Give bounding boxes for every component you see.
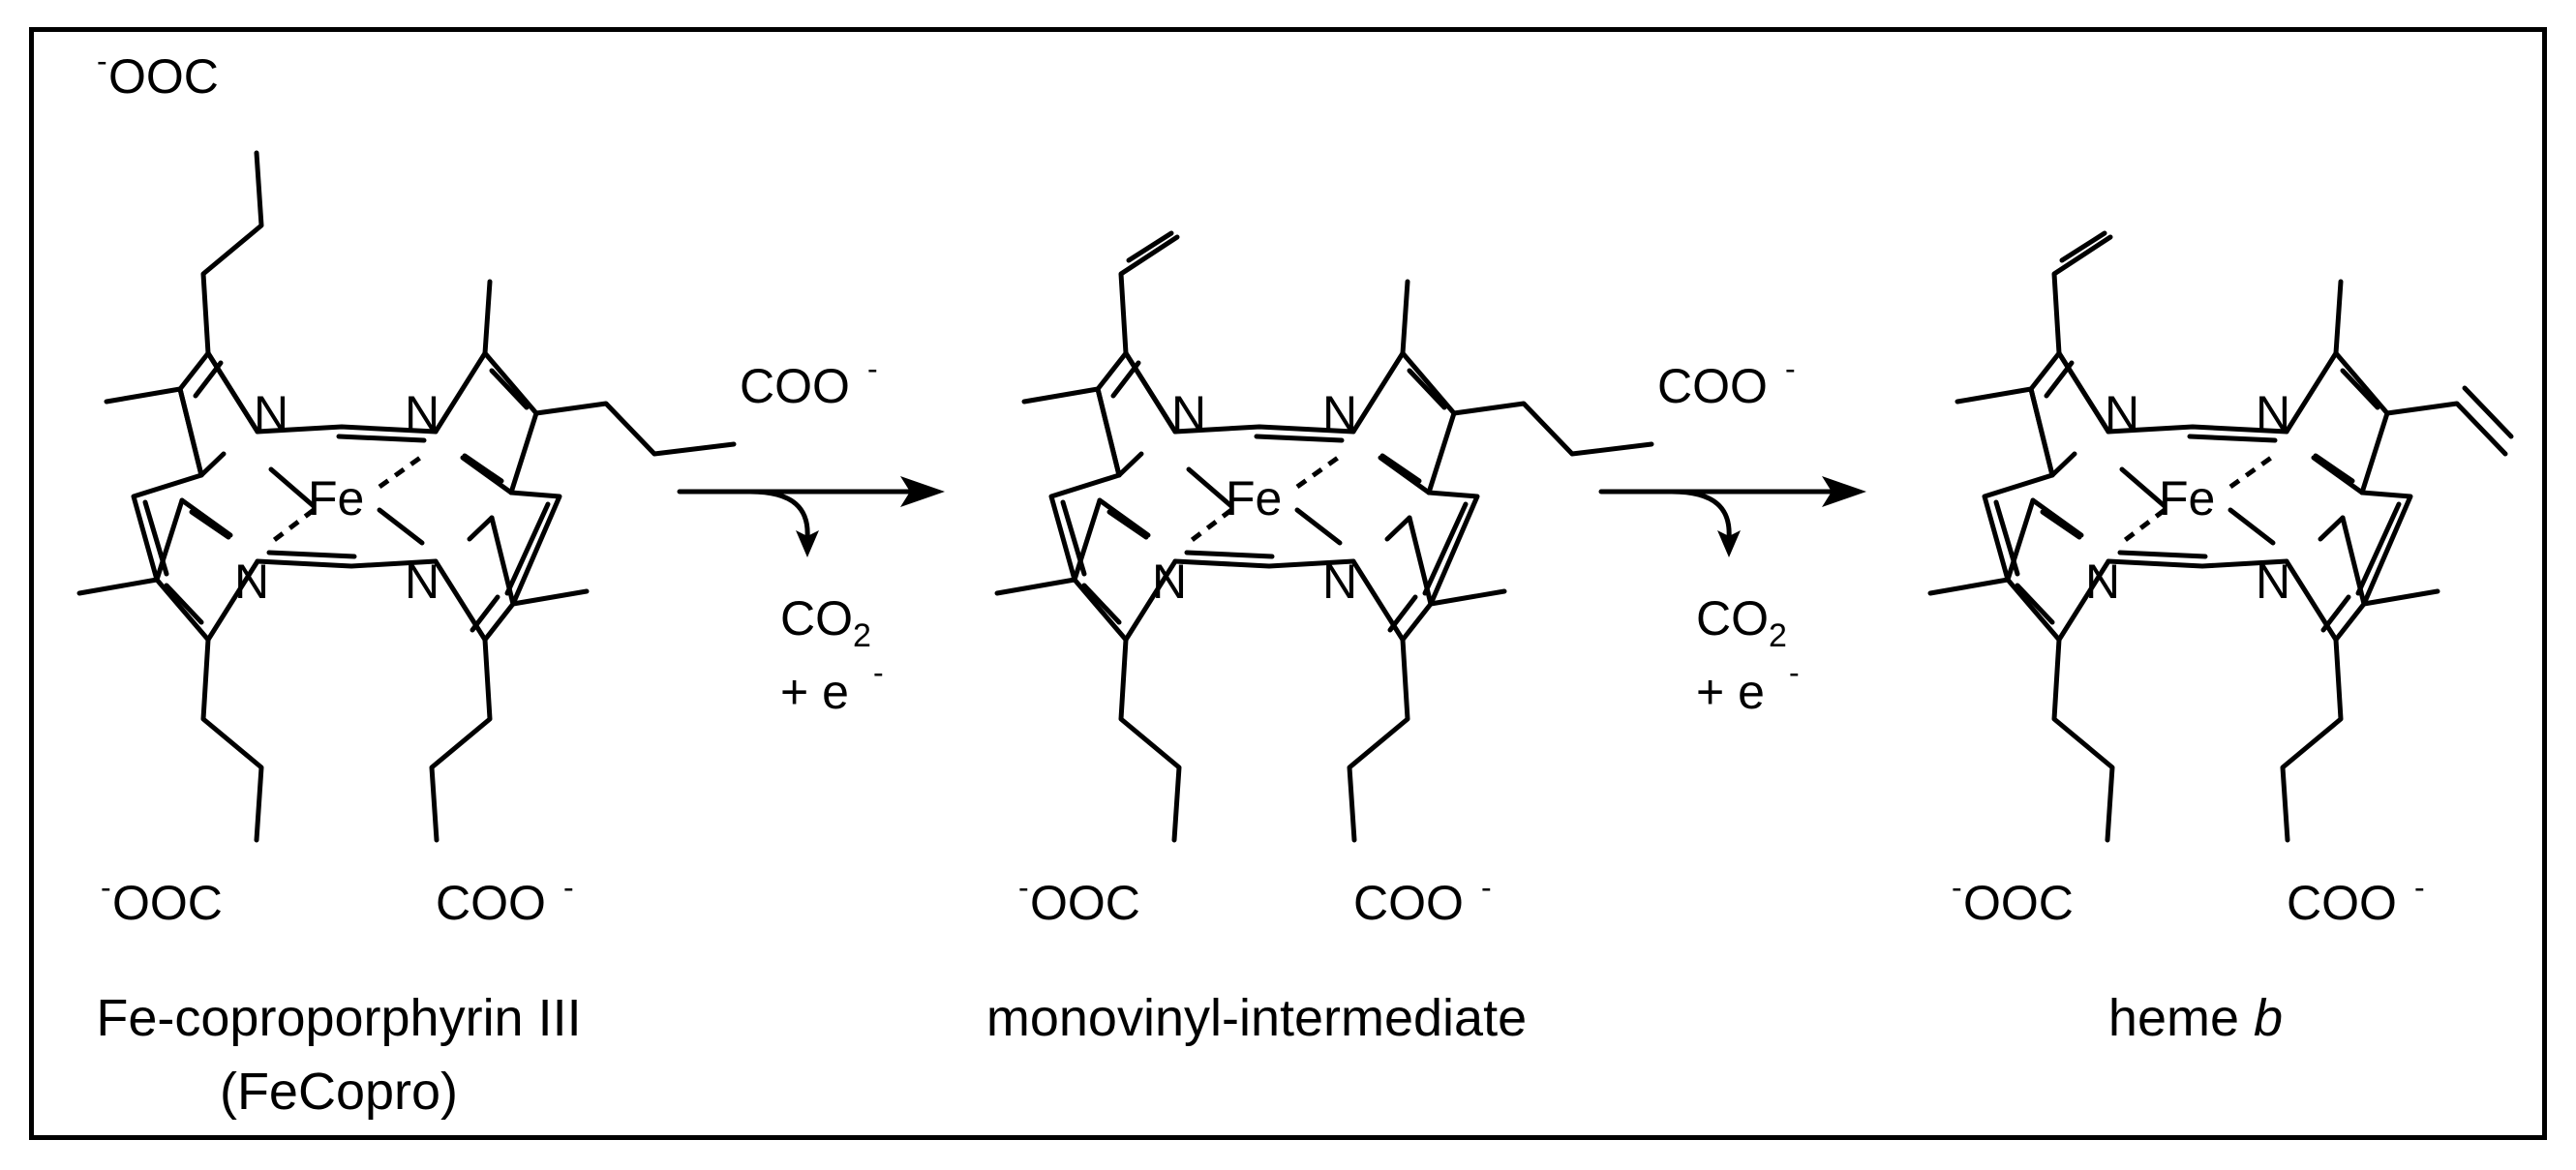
svg-text:-: - (867, 351, 878, 386)
svg-text:-: - (101, 870, 111, 905)
svg-text:N: N (2256, 386, 2290, 440)
svg-text:CO2: CO2 (1696, 591, 1787, 654)
svg-text:N: N (2085, 555, 2120, 609)
svg-text:OOC: OOC (1963, 876, 2074, 930)
svg-text:-: - (1785, 351, 1796, 386)
svg-text:+ e: + e (780, 665, 849, 719)
svg-text:COO: COO (740, 359, 850, 413)
fecopro-name: Fe-coproporphyrin III (96, 989, 581, 1047)
svg-text:N: N (405, 555, 439, 609)
reaction-step-1-byproducts: CO2 + e - (780, 591, 884, 719)
svg-text:OOC: OOC (108, 49, 219, 104)
svg-text:-: - (97, 44, 107, 78)
svg-text:N: N (234, 555, 269, 609)
reaction-arrow-2 (1598, 476, 1866, 557)
svg-text:-: - (873, 655, 884, 690)
monovinyl-labels: N N N N Fe COO - - OOC COO - (1018, 351, 1796, 930)
svg-text:CO2: CO2 (780, 591, 871, 654)
svg-text:N: N (1171, 386, 1206, 440)
svg-text:COO: COO (1353, 876, 1464, 930)
svg-text:N: N (254, 386, 288, 440)
reaction-step-2-byproducts: CO2 + e - (1696, 591, 1800, 719)
svg-text:N: N (2105, 386, 2139, 440)
svg-text:N: N (1322, 555, 1357, 609)
fecopro-labels: N N N N Fe - OOC COO - - OOC COO - (97, 44, 878, 930)
svg-text:+ e: + e (1696, 665, 1765, 719)
monovinyl-name: monovinyl-intermediate (986, 989, 1527, 1047)
svg-text:-: - (563, 870, 574, 905)
svg-text:N: N (1322, 386, 1357, 440)
svg-text:N: N (1152, 555, 1187, 609)
heme-b-structure (1930, 233, 2511, 840)
svg-text:Fe: Fe (2159, 471, 2215, 525)
svg-text:OOC: OOC (1030, 876, 1140, 930)
svg-text:N: N (405, 386, 439, 440)
svg-text:COO: COO (2287, 876, 2397, 930)
svg-text:OOC: OOC (112, 876, 223, 930)
heme-b-name: heme b (2108, 989, 2283, 1047)
svg-text:-: - (1952, 870, 1962, 905)
monovinyl-structure (997, 233, 1652, 840)
svg-text:Fe: Fe (1226, 471, 1282, 525)
figure-border (29, 27, 2547, 1140)
reaction-arrow-1 (677, 476, 945, 557)
heme-b-labels: N N N N Fe - OOC COO - (1952, 386, 2425, 930)
svg-text:-: - (2414, 870, 2425, 905)
svg-text:COO: COO (1657, 359, 1768, 413)
svg-text:-: - (1481, 870, 1492, 905)
fecopro-abbreviation: (FeCopro) (220, 1063, 458, 1121)
svg-text:COO: COO (436, 876, 546, 930)
svg-text:-: - (1789, 655, 1800, 690)
svg-text:-: - (1018, 870, 1029, 905)
svg-text:N: N (2256, 555, 2290, 609)
fecopro-structure (79, 153, 734, 840)
svg-text:Fe: Fe (308, 471, 364, 525)
